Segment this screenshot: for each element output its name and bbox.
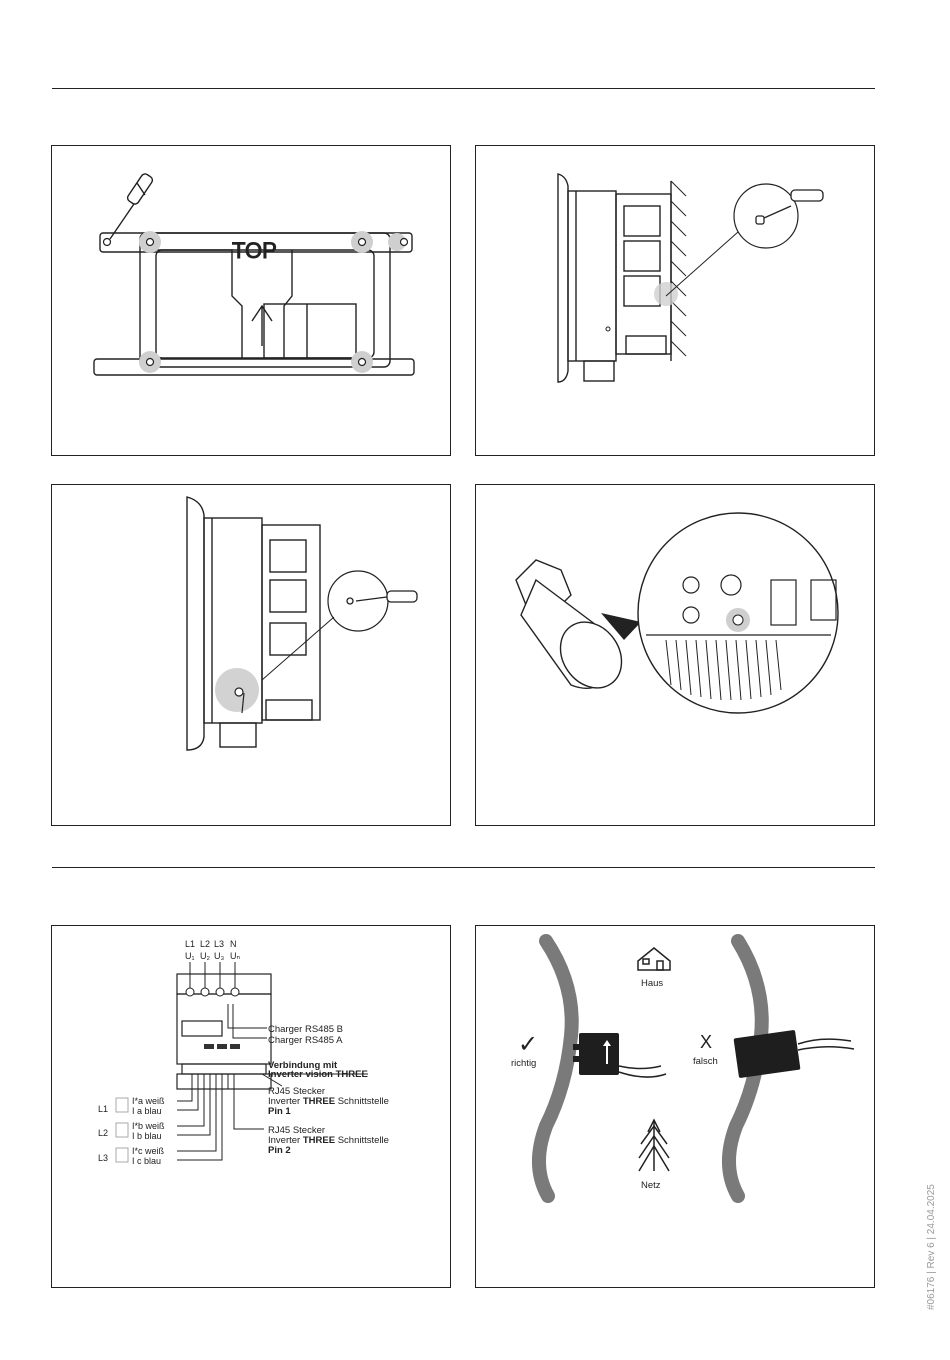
phase-label: L1 — [98, 1104, 108, 1114]
rj45-pin2-interface: Inverter THREE Schnittstelle — [268, 1135, 389, 1146]
ct-clamp-illustration: Haus ✓ richtig X falsch Netz — [511, 934, 855, 1203]
grid-label: Netz — [641, 1180, 661, 1191]
screwdriver-icon — [346, 590, 418, 605]
phase-label: L3 — [98, 1153, 108, 1163]
terminal-label: L1 — [185, 939, 195, 949]
cable-left — [531, 934, 579, 1203]
correct-label: richtig — [511, 1058, 536, 1069]
zoom-detail — [733, 183, 799, 249]
phase-blue-wire: I c blau — [132, 1156, 161, 1166]
terminal-label: L3 — [214, 939, 224, 949]
cross-icon: X — [700, 1032, 712, 1052]
verbindung-label-1: Verbindung mit — [268, 1060, 338, 1071]
rj45-pin1-interface: Inverter THREE Schnittstelle — [268, 1096, 389, 1107]
side-view-illustration — [557, 173, 824, 383]
meter-wiring-diagram: L1 L2 L3 N U₁ U₂ U₃ Uₙ — [98, 939, 389, 1166]
section-rule-middle — [52, 867, 875, 868]
figure-cable-gland-zoom — [475, 484, 875, 826]
verbindung-label-2: Inverter vision THREE — [268, 1069, 368, 1080]
house-label: Haus — [641, 978, 663, 989]
figure-ct-clamp-orientation: Haus ✓ richtig X falsch Netz — [475, 925, 875, 1288]
section-rule-top — [52, 88, 875, 89]
phase-label: L2 — [98, 1128, 108, 1138]
figure-mounting-bracket: TOP — [51, 145, 451, 456]
screwdriver-icon — [109, 173, 154, 240]
figure-meter-wiring: L1 L2 L3 N U₁ U₂ U₃ Uₙ — [51, 925, 451, 1288]
figure-side-view-screw — [51, 484, 451, 826]
phase-white-wire: I*c weiß — [132, 1146, 165, 1156]
terminal-label: L2 — [200, 939, 210, 949]
bracket-illustration: TOP — [93, 173, 415, 376]
wrong-label: falsch — [693, 1056, 718, 1067]
terminal-label: N — [230, 939, 237, 949]
charger-rs485-b-label: Charger RS485 B — [268, 1024, 343, 1035]
phase-list: L1 I*a weiß I a blau L2 I*b weiß I b bla… — [98, 1096, 165, 1166]
phase-blue-wire: I b blau — [132, 1131, 162, 1141]
top-marking: TOP — [232, 238, 277, 263]
screwdriver-icon — [755, 189, 824, 225]
phase-white-wire: I*a weiß — [132, 1096, 165, 1106]
terminal-sub-label: U₁ — [185, 951, 195, 961]
charger-rs485-a-label: Charger RS485 A — [268, 1035, 343, 1046]
terminal-sub-label: Uₙ — [230, 951, 240, 961]
ct-clamp-wrong — [733, 1030, 855, 1078]
arrow-up-icon — [603, 1040, 611, 1046]
rj45-pin1-label: RJ45 Stecker — [268, 1086, 325, 1097]
figure-side-view-wall — [475, 145, 875, 456]
document-reference-text: #06176 | Rev 6 | 24.04.2025 — [926, 1184, 937, 1310]
checkmark-icon: ✓ — [518, 1031, 538, 1058]
terminal-sub-label: U₃ — [214, 951, 224, 961]
cable-gland-illustration — [515, 512, 839, 714]
rj45-pin2-label: RJ45 Stecker — [268, 1125, 325, 1136]
rj45-pin1: Pin 1 — [268, 1106, 291, 1117]
ct-clamp-correct — [573, 1033, 667, 1078]
house-icon — [637, 947, 671, 971]
phase-blue-wire: I a blau — [132, 1106, 162, 1116]
side-view-screw-illustration — [186, 496, 418, 751]
power-tower-icon — [638, 1118, 670, 1172]
phase-white-wire: I*b weiß — [132, 1121, 165, 1131]
terminal-sub-label: U₂ — [200, 951, 210, 961]
arrow-right-icon — [601, 613, 641, 640]
rj45-pin2: Pin 2 — [268, 1145, 291, 1156]
